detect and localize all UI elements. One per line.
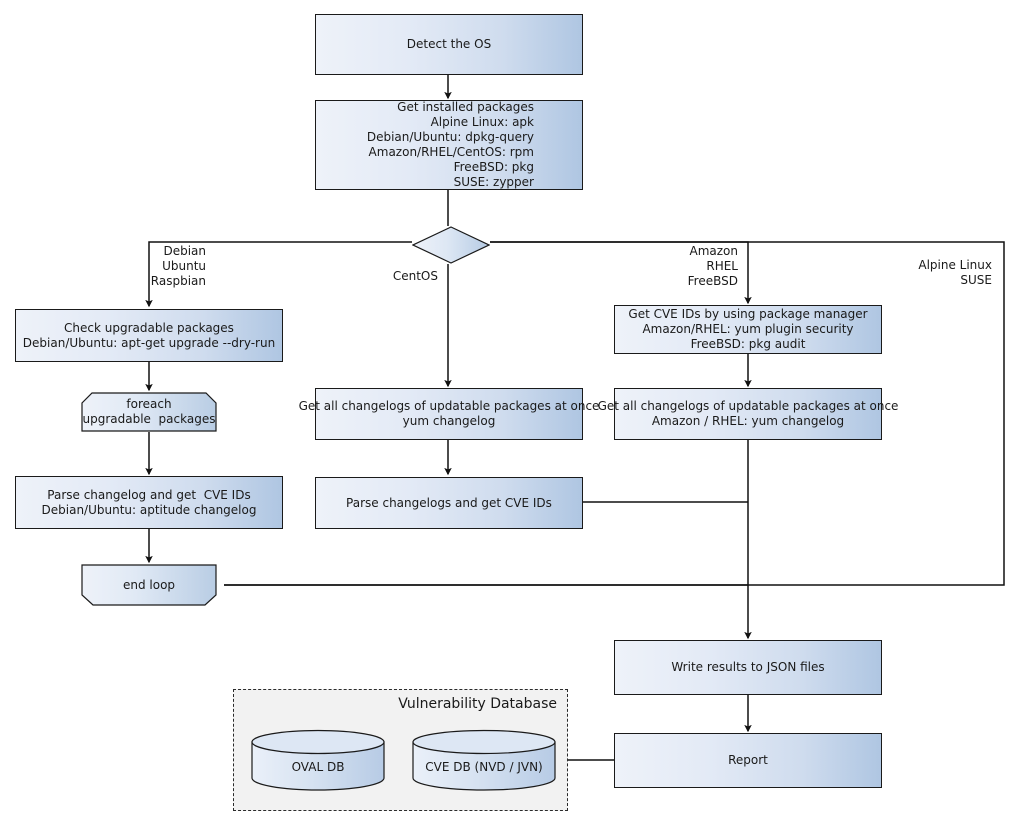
node-get-changelogs-rhel[interactable]: Get all changelogs of updatable packages… xyxy=(598,388,898,440)
node-parse-changelogs-centos-label: Parse changelogs and get CVE IDs xyxy=(346,495,552,510)
node-get-changelogs-rhel-label: Get all changelogs of updatable packages… xyxy=(597,399,899,428)
edge-label-centos: CentOS xyxy=(392,269,438,283)
node-os-decision[interactable] xyxy=(412,226,490,264)
node-end-loop[interactable]: end loop xyxy=(81,564,217,606)
cylinder-oval-db[interactable]: OVAL DB xyxy=(250,729,386,791)
node-detect-os-label: Detect the OS xyxy=(406,37,492,51)
diamond-shape xyxy=(412,226,490,264)
node-get-cve-ids-pkgmgr[interactable]: Get CVE IDs by using package manager Ama… xyxy=(614,305,882,354)
node-detect-os[interactable]: Detect the OS xyxy=(315,14,583,75)
loop-end-shape xyxy=(81,564,217,606)
node-end-loop-label: end loop xyxy=(122,577,176,592)
node-get-cve-ids-pkgmgr-label: Get CVE IDs by using package manager Ama… xyxy=(628,307,868,351)
cylinder-cve-db[interactable]: CVE DB (NVD / JVN) xyxy=(411,729,557,791)
cylinder-oval-db-shape xyxy=(251,729,385,791)
node-get-installed-packages[interactable]: Get installed packages Alpine Linux: apk… xyxy=(315,100,583,190)
group-vulnerability-database-title: Vulnerability Database xyxy=(398,696,557,712)
node-get-installed-packages-label: Get installed packages Alpine Linux: apk… xyxy=(366,100,534,189)
cylinder-oval-db-label: OVAL DB xyxy=(291,760,345,774)
node-parse-changelog-debian[interactable]: Parse changelog and get CVE IDs Debian/U… xyxy=(15,476,283,529)
cylinder-cve-db-label: CVE DB (NVD / JVN) xyxy=(425,760,543,774)
node-get-changelogs-centos[interactable]: Get all changelogs of updatable packages… xyxy=(299,388,599,440)
node-report-label: Report xyxy=(728,753,768,767)
cylinder-cve-db-shape xyxy=(412,729,556,791)
node-write-results-label: Write results to JSON files xyxy=(671,660,825,674)
node-check-upgradable[interactable]: Check upgradable packages Debian/Ubuntu:… xyxy=(15,309,283,362)
node-parse-changelog-debian-label: Parse changelog and get CVE IDs Debian/U… xyxy=(41,487,257,517)
node-report[interactable]: Report xyxy=(614,733,882,788)
node-foreach-loop-label: foreach upgradable packages xyxy=(82,397,216,426)
node-check-upgradable-label: Check upgradable packages Debian/Ubuntu:… xyxy=(22,320,276,350)
node-foreach-loop[interactable]: foreach upgradable packages xyxy=(81,392,217,432)
edge-label-debian: Debian Ubuntu Raspbian xyxy=(150,244,206,288)
node-get-changelogs-centos-label: Get all changelogs of updatable packages… xyxy=(298,399,600,428)
node-write-results[interactable]: Write results to JSON files xyxy=(614,640,882,695)
edge-label-amazon: Amazon RHEL FreeBSD xyxy=(687,244,738,288)
node-parse-changelogs-centos[interactable]: Parse changelogs and get CVE IDs xyxy=(315,477,583,529)
edge-label-alpine: Alpine Linux SUSE xyxy=(918,258,992,287)
loop-start-shape xyxy=(81,392,217,432)
